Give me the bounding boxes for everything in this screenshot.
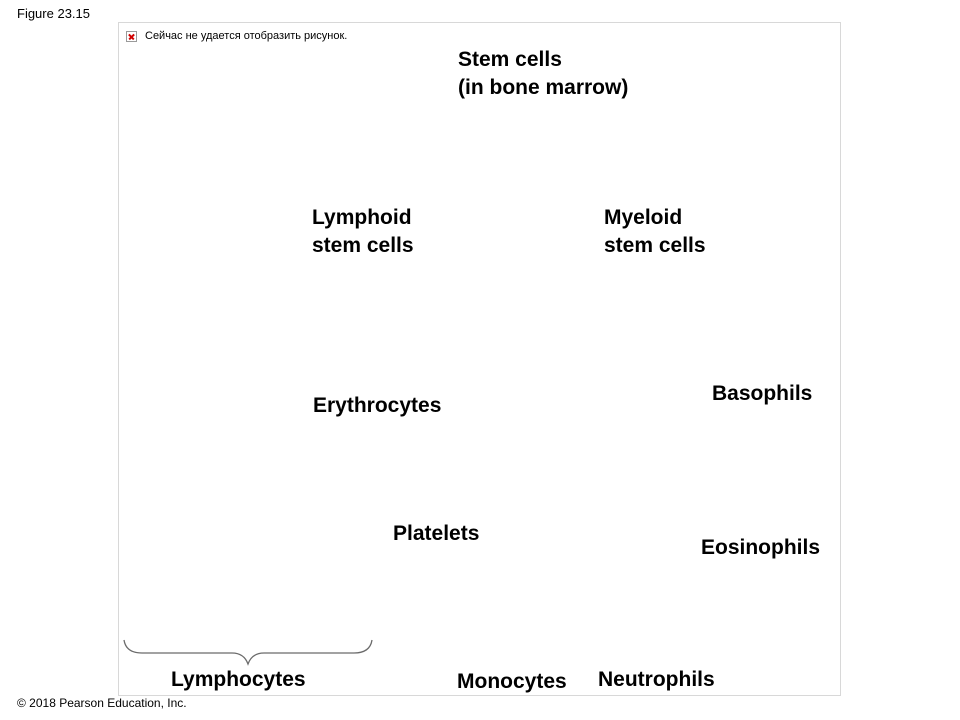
node-erythrocytes: Erythrocytes <box>313 394 442 417</box>
node-lymphoid-line1: Lymphoid <box>312 206 412 229</box>
copyright-notice: © 2018 Pearson Education, Inc. <box>17 696 187 710</box>
node-myeloid-line2: stem cells <box>604 234 706 257</box>
node-stem-cells-line1: Stem cells <box>458 48 562 71</box>
node-eosinophils: Eosinophils <box>701 536 821 559</box>
broken-image-text: Сейчас не удается отобразить рисунок. <box>145 30 348 42</box>
node-monocytes: Monocytes <box>457 670 567 693</box>
node-basophils: Basophils <box>712 382 813 405</box>
node-myeloid-stem-cells: Myeloid stem cells <box>604 204 706 260</box>
lymphocytes-brace <box>123 639 373 666</box>
node-lymphoid-line2: stem cells <box>312 234 414 257</box>
node-neutrophils: Neutrophils <box>598 668 715 691</box>
node-stem-cells-line2: (in bone marrow) <box>458 76 629 99</box>
node-myeloid-line1: Myeloid <box>604 206 683 229</box>
node-platelets: Platelets <box>393 522 480 545</box>
node-lymphoid-stem-cells: Lymphoid stem cells <box>312 204 414 260</box>
broken-image-placeholder: Сейчас не удается отобразить рисунок. <box>126 30 347 42</box>
diagram-panel <box>118 22 841 696</box>
node-lymphocytes: Lymphocytes <box>171 668 306 691</box>
broken-image-icon <box>126 30 137 42</box>
figure-label: Figure 23.15 <box>17 6 90 21</box>
node-stem-cells: Stem cells (in bone marrow) <box>458 46 628 102</box>
